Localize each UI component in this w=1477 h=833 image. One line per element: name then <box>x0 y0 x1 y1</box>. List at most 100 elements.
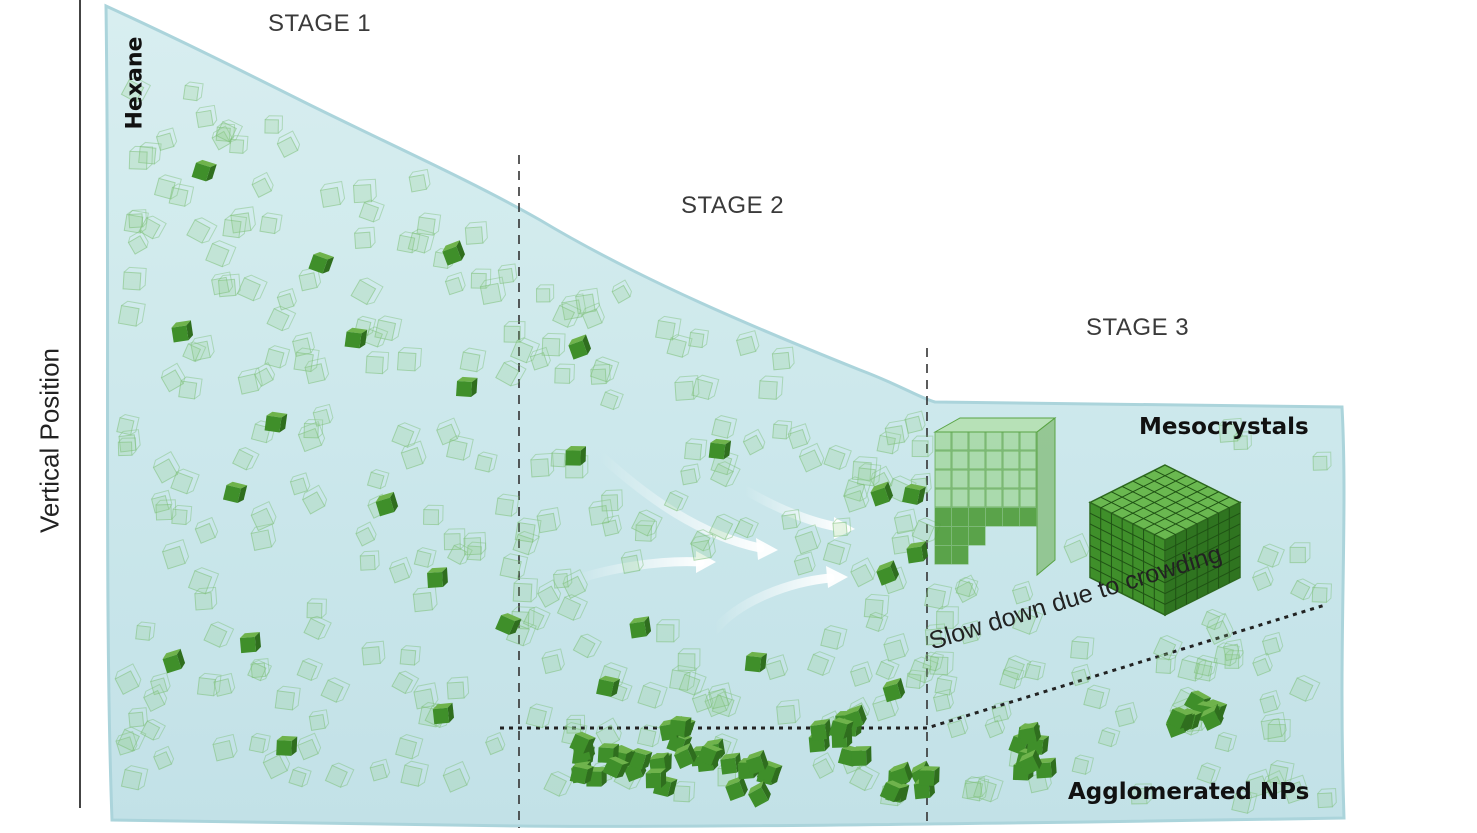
ghost-nanoparticle <box>512 577 538 603</box>
ghost-nanoparticle <box>324 762 355 788</box>
mesocrystal-grid-line <box>1089 534 1166 573</box>
mesocrystal-grid-line <box>1164 523 1241 562</box>
solid-nanoparticle <box>565 445 587 466</box>
ghost-nanoparticle <box>266 305 297 332</box>
ghost-nanoparticle <box>936 606 959 629</box>
mesocrystal-cell <box>934 469 952 489</box>
solid-nanoparticle <box>375 491 399 517</box>
ghost-nanoparticle <box>212 733 238 762</box>
ghost-nanoparticle <box>205 240 237 268</box>
ghost-nanoparticle <box>196 672 222 697</box>
solid-nanoparticle <box>882 677 906 703</box>
ghost-nanoparticle <box>1012 607 1044 635</box>
mesocrystal-grid-line <box>1121 485 1198 525</box>
ghost-nanoparticle <box>848 765 880 792</box>
ghost-nanoparticle <box>254 361 276 388</box>
ghost-nanoparticle <box>924 623 947 646</box>
ghost-nanoparticle <box>474 451 498 473</box>
ghost-nanoparticle <box>820 625 848 650</box>
solid-nanoparticle <box>876 560 899 586</box>
ghost-nanoparticle <box>400 440 427 470</box>
ghost-nanoparticle <box>1312 451 1332 471</box>
ghost-nanoparticle <box>525 703 554 729</box>
ghost-nanoparticle <box>883 632 909 662</box>
ghost-nanoparticle <box>1231 789 1258 814</box>
ghost-nanoparticle <box>293 347 320 373</box>
ghost-nanoparticle <box>463 531 487 556</box>
ghost-nanoparticle <box>494 493 520 517</box>
ghost-nanoparticle <box>128 145 154 170</box>
mesocrystal-cell <box>968 450 986 470</box>
ghost-nanoparticle <box>1070 636 1095 660</box>
mesocrystal-grid-line <box>1164 566 1241 605</box>
ghost-nanoparticle <box>153 745 175 771</box>
agglomerate-nanoparticle <box>669 715 692 737</box>
ghost-nanoparticle <box>400 760 429 787</box>
solid-nanoparticle <box>744 651 767 673</box>
ghost-nanoparticle <box>1152 634 1183 661</box>
mesocrystal-grid-line <box>1089 523 1166 562</box>
ghost-nanoparticle <box>832 517 852 537</box>
ghost-nanoparticle <box>306 598 327 619</box>
ghost-nanoparticle <box>771 346 795 371</box>
ghost-nanoparticle <box>689 529 717 552</box>
ghost-nanoparticle <box>170 468 200 495</box>
agglomerate-nanoparticle <box>602 756 630 779</box>
mesocrystal-cell <box>934 526 952 546</box>
dispersed-nanoparticles <box>114 77 1337 814</box>
ghost-nanoparticle <box>155 127 178 151</box>
ghost-nanoparticle <box>217 273 241 298</box>
ghost-nanoparticle <box>303 418 324 439</box>
agglomerate-nanoparticle <box>851 746 872 766</box>
ghost-nanoparticle <box>250 523 277 551</box>
ghost-nanoparticle <box>843 476 872 502</box>
ghost-nanoparticle <box>850 557 876 588</box>
ghost-nanoparticle <box>1289 675 1321 702</box>
mesocrystal-cell <box>1019 507 1037 527</box>
ghost-nanoparticle <box>673 780 696 803</box>
mesocrystal-cell <box>968 488 986 508</box>
solid-nanoparticle <box>308 251 335 274</box>
mesocrystal-grid-line <box>1100 496 1176 536</box>
mesocrystal-grid-line <box>1111 491 1187 530</box>
mesocrystal-grid-line <box>1164 512 1241 552</box>
ghost-nanoparticle <box>182 81 204 102</box>
ghost-nanoparticle <box>1194 659 1218 682</box>
ghost-nanoparticle <box>1267 760 1295 786</box>
mesocrystal-cell <box>968 469 986 489</box>
mesocrystal-cell <box>985 507 1003 527</box>
mesocrystal-grid-line <box>1143 491 1219 530</box>
ghost-nanoparticle <box>893 508 918 535</box>
mesocrystal-cell <box>951 526 969 546</box>
solid-nanoparticle <box>568 334 592 360</box>
ghost-nanoparticle <box>1024 660 1046 681</box>
agglomerate-nanoparticle <box>674 742 697 769</box>
ghost-nanoparticle <box>923 583 953 610</box>
ghost-nanoparticle <box>446 676 470 700</box>
mesocrystal-cell <box>1002 507 1020 527</box>
y-axis-label: Vertical Position <box>34 348 65 533</box>
ghost-nanoparticle <box>1282 774 1309 805</box>
ghost-nanoparticle <box>735 330 760 357</box>
ghost-nanoparticle <box>171 504 193 526</box>
ghost-nanoparticle <box>354 226 376 249</box>
mesocrystal-cell <box>1002 431 1020 451</box>
ghost-nanoparticle <box>298 266 322 292</box>
ghost-nanoparticle <box>312 403 334 427</box>
ghost-nanoparticle <box>444 271 466 296</box>
ghost-nanoparticle <box>1289 542 1311 564</box>
agglomerate-nanoparticle <box>697 743 724 766</box>
ghost-nanoparticle <box>1114 701 1138 728</box>
mesocrystal-grid-line <box>1164 544 1241 584</box>
ghost-nanoparticle <box>758 375 784 400</box>
mesocrystal-cell <box>985 488 1003 508</box>
ghost-nanoparticle <box>772 420 793 440</box>
ghost-nanoparticle <box>153 174 182 200</box>
ghost-nanoparticle <box>264 345 291 369</box>
ghost-nanoparticle <box>464 221 488 245</box>
ghost-nanoparticle <box>765 654 789 681</box>
mesocrystal-cell <box>1019 488 1037 508</box>
ghost-nanoparticle <box>1196 762 1222 785</box>
ghost-nanoparticle <box>991 700 1012 723</box>
